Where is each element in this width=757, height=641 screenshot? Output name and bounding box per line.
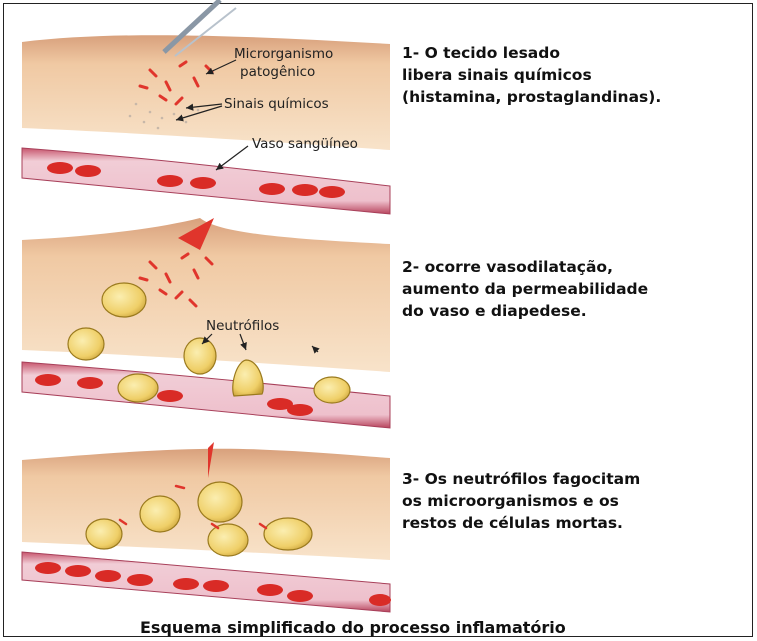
label-microorganism-line2: patogênico: [240, 64, 315, 80]
step3-line3: restos de células mortas.: [402, 514, 623, 532]
step1-line2: libera sinais químicos: [402, 66, 592, 84]
step2-line3: do vaso e diapedese.: [402, 302, 587, 320]
step1-line3: (histamina, prostaglandinas).: [402, 88, 661, 106]
step2-line2: aumento da permeabilidade: [402, 280, 648, 298]
diagram-caption: Esquema simplificado do processo inflama…: [140, 618, 566, 637]
tissue-1: [22, 35, 390, 150]
step1-line1: 1- O tecido lesado: [402, 44, 560, 62]
label-microorganism-line1: Microrganismo: [234, 46, 333, 62]
label-chemical-signals: Sinais químicos: [224, 96, 329, 112]
panel-2: Neutrófilos 2- ocorre vasodilatação, aum…: [22, 218, 648, 428]
step3-line2: os microorganismos e os: [402, 492, 619, 510]
panel-1: Microrganismo patogênico Sinais químicos…: [22, 0, 661, 214]
step2-line1: 2- ocorre vasodilatação,: [402, 258, 613, 276]
step3-line1: 3- Os neutrófilos fagocitam: [402, 470, 640, 488]
blood-vessel-3: [22, 552, 390, 612]
label-blood-vessel: Vaso sangüíneo: [252, 136, 358, 152]
label-neutrophils: Neutrófilos: [206, 318, 279, 334]
panel-3: 3- Os neutrófilos fagocitam os microorga…: [22, 442, 640, 612]
